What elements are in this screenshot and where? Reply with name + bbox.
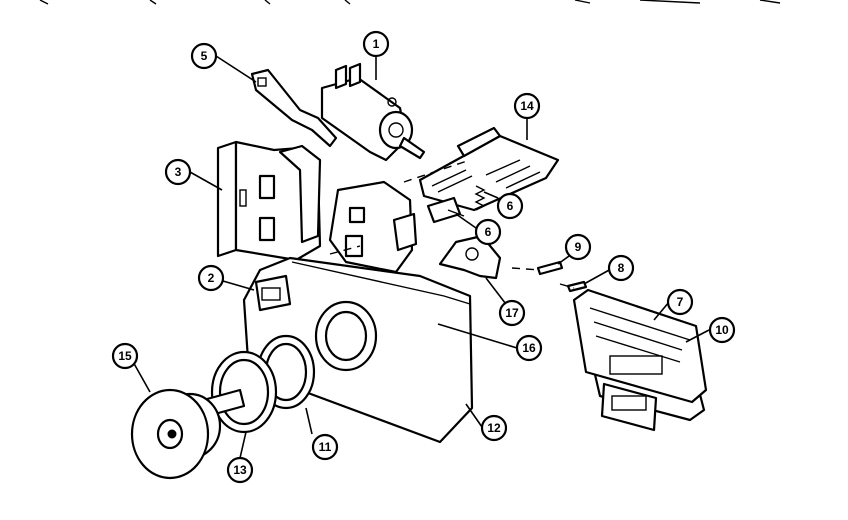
callout-8: 8 (607, 254, 635, 282)
callout-9-label: 9 (575, 240, 582, 254)
callout-17: 17 (498, 299, 526, 327)
callout-1-label: 1 (373, 37, 380, 51)
callout-3: 3 (164, 158, 192, 186)
callout-15-label: 15 (118, 349, 132, 363)
part-16-boss (314, 300, 378, 372)
callout-13-label: 13 (233, 463, 247, 477)
callout-10: 10 (708, 316, 736, 344)
part-8-pin (566, 280, 588, 293)
switch-housing (328, 180, 418, 274)
part-15-knob (130, 388, 222, 480)
callout-6-lower: 6 (474, 218, 502, 246)
callout-1: 1 (362, 30, 390, 58)
callout-10-label: 10 (715, 323, 729, 337)
callout-6-lower-label: 6 (485, 225, 492, 239)
callout-14-label: 14 (520, 99, 534, 113)
callout-7: 7 (666, 288, 694, 316)
part-3-bracket (216, 140, 322, 262)
callout-2: 2 (197, 264, 225, 292)
callout-12-label: 12 (487, 421, 501, 435)
callout-12: 12 (480, 414, 508, 442)
callout-16-label: 16 (522, 341, 536, 355)
callout-2-label: 2 (208, 271, 215, 285)
part-5-bracket (250, 68, 338, 148)
top-edge-marks (39, 0, 781, 5)
callout-3-label: 3 (175, 165, 182, 179)
callout-5-label: 5 (201, 49, 208, 63)
part-6-spring-upper (474, 185, 486, 211)
callout-6-upper-label: 6 (507, 199, 514, 213)
assembly-lines (329, 159, 575, 289)
callout-13: 13 (226, 456, 254, 484)
callout-9: 9 (564, 233, 592, 261)
callout-7-label: 7 (677, 295, 684, 309)
part-9-pin (536, 260, 564, 276)
callout-11-label: 11 (319, 440, 332, 454)
part-10-plate (600, 382, 658, 432)
callout-15: 15 (111, 342, 139, 370)
callout-11: 11 (311, 433, 339, 461)
part-14-contact-plate (418, 126, 560, 212)
callout-5: 5 (190, 42, 218, 70)
part-17-cam (438, 234, 502, 280)
callout-14: 14 (513, 92, 541, 120)
callout-16: 16 (515, 334, 543, 362)
callout-17-label: 17 (505, 306, 519, 320)
callout-6-upper: 6 (496, 192, 524, 220)
callout-8-label: 8 (618, 261, 625, 275)
part-6-spring-lower (426, 196, 465, 224)
part-1-motor (320, 62, 426, 162)
